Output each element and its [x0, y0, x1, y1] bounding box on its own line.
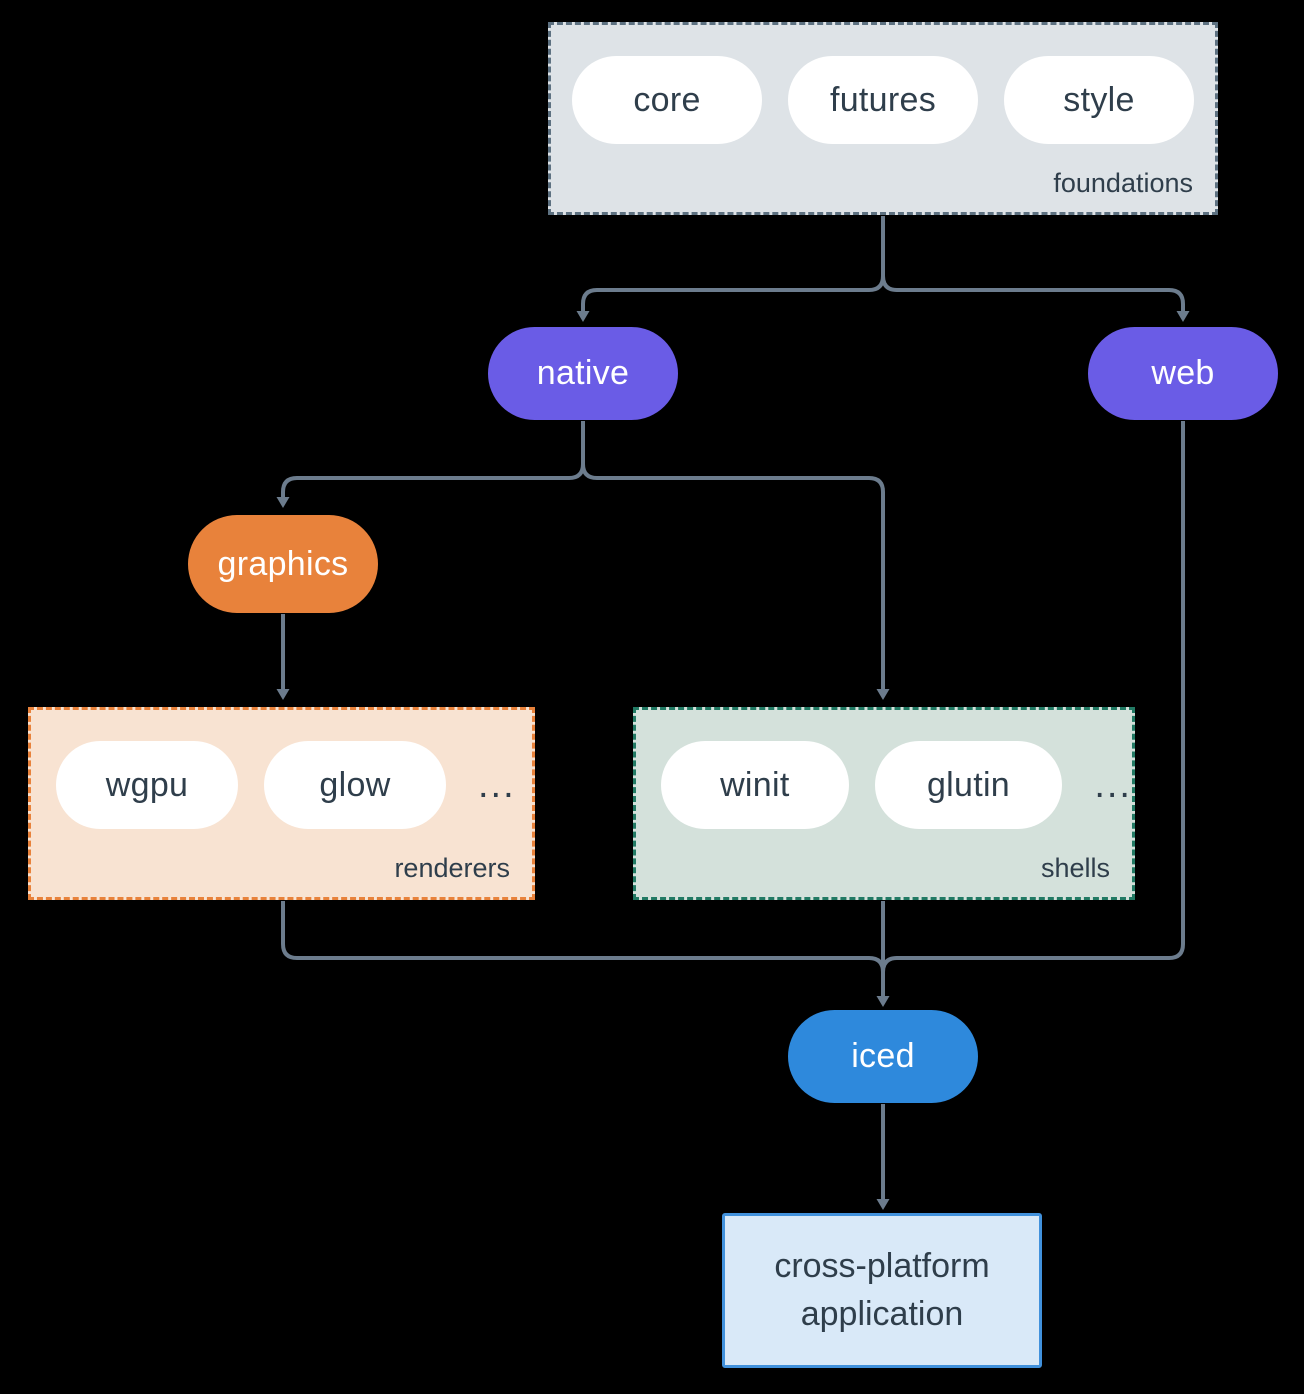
application-label-line2: application	[800, 1294, 964, 1333]
node-style: style	[1004, 56, 1194, 144]
renderers-label: renderers	[394, 853, 510, 883]
application-label-line1: cross-platform	[774, 1246, 990, 1285]
node-glutin: glutin	[874, 741, 1063, 829]
shells-pill-row: winit glutin ...	[636, 710, 1132, 829]
shells-label: shells	[1040, 853, 1110, 883]
node-core: core	[572, 56, 762, 144]
edge-native-graphics	[276, 421, 585, 508]
foundations-pill-row: core futures style	[551, 25, 1215, 144]
foundations-label: foundations	[1053, 168, 1193, 198]
edge-foundations-web	[881, 216, 1190, 322]
group-shells: winit glutin ... shells	[633, 707, 1135, 900]
node-cross-platform-application: cross-platform application	[722, 1213, 1042, 1368]
node-web: web	[1088, 327, 1278, 420]
edge-renderers-iced	[281, 901, 885, 985]
node-glow: glow	[264, 741, 446, 829]
group-renderers: wgpu glow ... renderers	[28, 707, 535, 900]
renderers-ellipsis: ...	[478, 763, 516, 806]
node-native: native	[488, 327, 678, 420]
edge-foundations-native	[576, 216, 885, 322]
renderers-pill-row: wgpu glow ...	[31, 710, 532, 829]
node-wgpu: wgpu	[56, 741, 238, 829]
node-winit: winit	[661, 741, 849, 829]
shells-ellipsis: ...	[1094, 763, 1132, 806]
node-graphics: graphics	[188, 515, 378, 613]
group-foundations: core futures style foundations	[548, 22, 1218, 215]
edge-native-shells	[581, 421, 890, 700]
node-iced: iced	[788, 1010, 978, 1103]
node-futures: futures	[788, 56, 978, 144]
edge-web-iced	[881, 421, 1185, 985]
